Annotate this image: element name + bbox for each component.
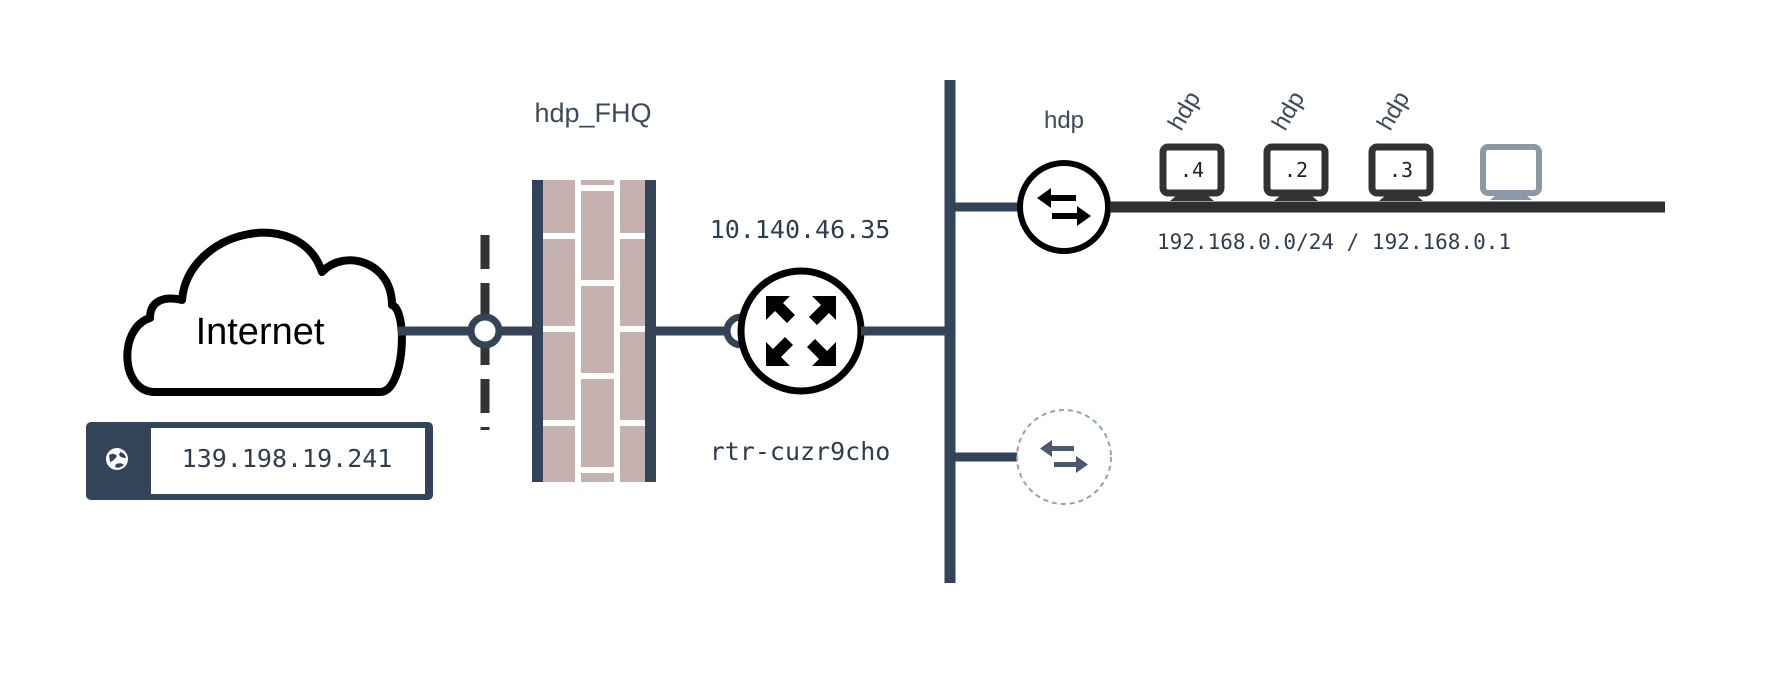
monitor-icon [1368,143,1434,197]
monitor-stand [1490,195,1532,200]
router-node[interactable] [737,267,865,395]
add-vxnet-placeholder[interactable] [1016,409,1112,505]
host-2[interactable]: .2 hdp [1263,87,1329,201]
monitor-icon [1263,143,1329,197]
router-ip: 10.140.46.35 [710,215,891,244]
firewall-brick-icon[interactable] [532,180,656,482]
public-ip-box-field [151,428,425,494]
vxnet-switch[interactable] [1017,160,1111,254]
switch-arrows-icon [1040,440,1088,473]
monitor-stand [1170,196,1214,201]
switch-circle [1017,160,1111,254]
switch-arrows-icon [1037,188,1091,226]
host-name: hdp [1163,87,1206,135]
router-circle [737,267,865,395]
subnet-cidr-gateway: 192.168.0.0/24 / 192.168.0.1 [1157,230,1511,254]
globe-icon [106,448,128,470]
public-ip-box[interactable]: 139.198.19.241 [86,422,433,500]
router-id: rtr-cuzr9cho [710,437,891,466]
monitor-stand [1274,196,1318,201]
monitor-icon [1159,143,1225,197]
monitor-icon [1480,144,1542,196]
cloud-icon [123,228,406,396]
switch-name: hdp [1044,107,1084,134]
internet-node[interactable]: Internet [123,228,406,396]
host-1[interactable]: .4 hdp [1159,87,1225,201]
dashed-switch-circle [1016,409,1112,505]
port-connector-left [467,313,503,349]
host-ip-suffix: .2 [1284,158,1308,182]
router-arrows-icon [766,296,836,366]
firewall-name: hdp_FHQ [534,98,651,128]
monitor-stand [1379,196,1423,201]
add-host-placeholder[interactable] [1480,144,1542,200]
internet-label: Internet [196,311,325,353]
host-ip-suffix: .4 [1180,158,1204,182]
host-ip-suffix: .3 [1389,158,1413,182]
host-name: hdp [1267,87,1310,135]
public-ip-text: 139.198.19.241 [182,444,393,473]
host-3[interactable]: .3 hdp [1368,87,1434,201]
host-name: hdp [1372,87,1415,135]
